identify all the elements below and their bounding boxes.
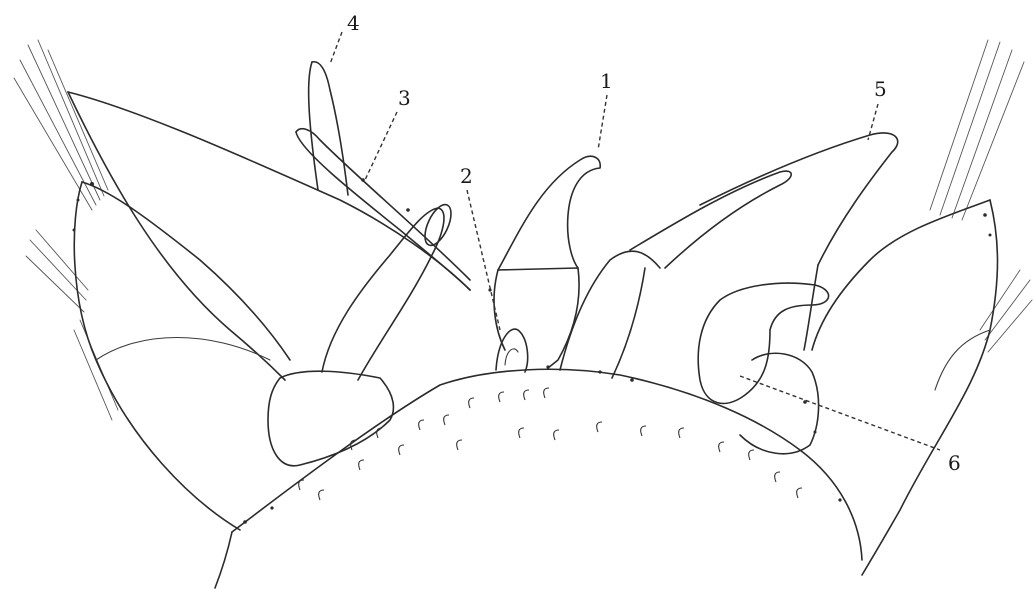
left-bristle-tuft bbox=[14, 40, 118, 420]
label-6: 6 bbox=[948, 451, 961, 475]
leader-lines bbox=[330, 32, 940, 450]
leader-4 bbox=[330, 32, 342, 64]
structure-4-rod bbox=[309, 62, 348, 195]
structure-1-labrum bbox=[494, 156, 600, 368]
label-2: 2 bbox=[460, 164, 473, 188]
right-bristle-tuft bbox=[930, 40, 1032, 352]
right-lobe bbox=[812, 200, 998, 575]
structure-2-knob bbox=[496, 329, 528, 372]
left-palp-base bbox=[268, 371, 393, 466]
label-3: 3 bbox=[398, 86, 411, 110]
leader-2 bbox=[467, 190, 500, 330]
label-4: 4 bbox=[347, 11, 360, 35]
structure-6-hook bbox=[698, 283, 828, 454]
figure-labels: 4 3 2 1 5 6 bbox=[347, 11, 961, 475]
label-5: 5 bbox=[874, 77, 887, 101]
structure-3-rod bbox=[296, 129, 470, 290]
leader-6 bbox=[740, 376, 940, 450]
spine-dots bbox=[73, 178, 992, 524]
structure-5-blade bbox=[700, 133, 898, 350]
leader-3 bbox=[365, 112, 397, 180]
label-1: 1 bbox=[600, 69, 613, 93]
head-capsule bbox=[215, 369, 862, 588]
leader-1 bbox=[598, 95, 607, 150]
body-setae bbox=[299, 388, 802, 500]
center-right-mandible bbox=[560, 171, 791, 378]
left-lobe bbox=[68, 92, 470, 530]
